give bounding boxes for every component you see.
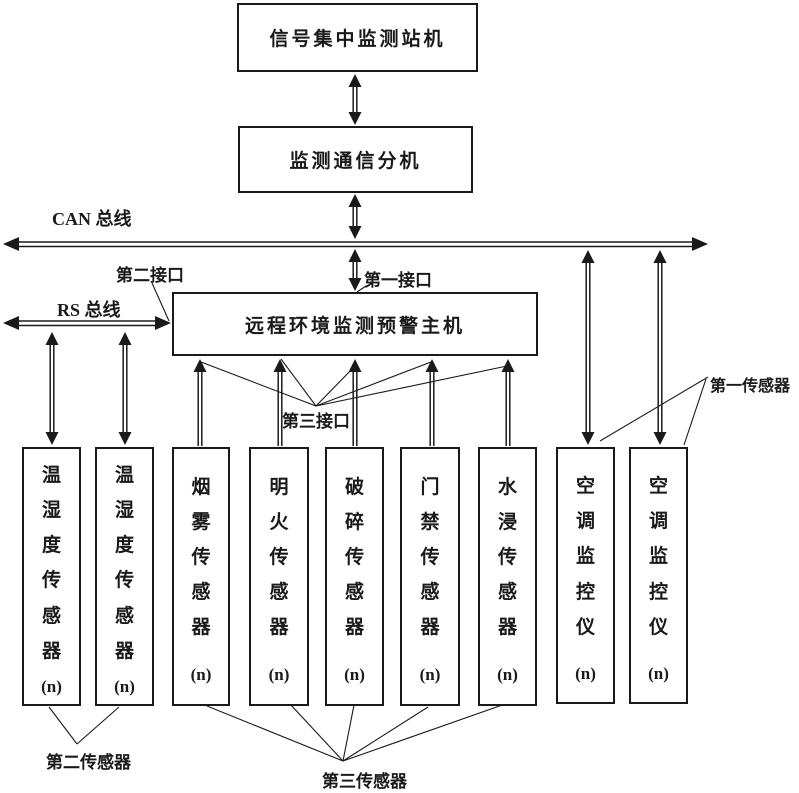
first-interface-leader <box>356 285 367 293</box>
humidity-sensor-2-suffix: (n) <box>114 676 135 696</box>
access-control-sensor-label: 门禁传感器 <box>420 476 440 639</box>
humidity-sensor-box-2: 温湿度传感器 (n) <box>95 447 154 706</box>
monitoring-comm-unit-label: 监测通信分机 <box>289 151 422 172</box>
break-sensor-box: 破碎传感器 (n) <box>325 447 384 706</box>
humidity-sensor-box-1: 温湿度传感器 (n) <box>22 447 81 706</box>
first-sensor-group-label: 第一传感器 <box>710 378 791 395</box>
remote-env-monitoring-host-box: 远程环境监测预警主机 <box>172 292 538 356</box>
water-leak-sensor-suffix: (n) <box>497 665 518 685</box>
arrow-canbus-mainhost <box>348 249 362 291</box>
third-sensor-group-label: 第三传感器 <box>322 772 407 791</box>
third-interface-label: 第三接口 <box>282 412 350 431</box>
humidity-sensor-1-suffix: (n) <box>41 676 62 696</box>
arrow-water-mainhost <box>501 359 515 446</box>
flame-sensor-suffix: (n) <box>268 665 290 685</box>
can-bus-label: CAN 总线 <box>52 209 132 229</box>
humidity-sensor-2-label: 温湿度传感器 <box>114 465 134 662</box>
humidity-sensor-1-label: 温湿度传感器 <box>41 465 61 662</box>
smoke-sensor-suffix: (n) <box>190 665 212 685</box>
arrow-canbus-ac2 <box>653 250 667 445</box>
arrow-break-mainhost <box>348 359 362 446</box>
monitoring-comm-unit-box: 监测通信分机 <box>238 126 473 193</box>
third-sensor-leaders <box>206 702 509 762</box>
can-bus-line <box>3 237 708 251</box>
water-leak-sensor-box: 水浸传感器 (n) <box>478 447 537 706</box>
access-control-sensor-suffix: (n) <box>419 665 441 685</box>
break-sensor-suffix: (n) <box>344 665 365 685</box>
flame-sensor-label: 明火传感器 <box>269 476 289 639</box>
arrow-smoke-mainhost <box>193 359 207 446</box>
access-control-sensor-box: 门禁传感器 (n) <box>400 447 460 706</box>
ac-monitor-1-suffix: (n) <box>575 663 596 683</box>
first-sensor-leaders <box>599 376 709 446</box>
third-interface-fan-lines <box>200 358 508 407</box>
flame-sensor-box: 明火传感器 (n) <box>249 447 309 706</box>
smoke-sensor-label: 烟雾传感器 <box>191 476 211 639</box>
arrow-rsbus-sensor1 <box>45 332 59 445</box>
ac-monitor-box-2: 空调监控仪 (n) <box>629 447 688 704</box>
ac-monitor-1-label: 空调监控仪 <box>575 476 595 638</box>
ac-monitor-2-label: 空调监控仪 <box>648 476 668 638</box>
second-interface-label: 第二接口 <box>116 266 184 285</box>
second-sensor-group-label: 第二传感器 <box>46 753 131 772</box>
smoke-sensor-box: 烟雾传感器 (n) <box>172 447 230 706</box>
rs-bus-label: RS 总线 <box>57 300 121 320</box>
first-interface-label: 第一接口 <box>364 271 432 290</box>
rs-bus-line <box>3 316 171 330</box>
second-sensor-leaders <box>48 706 120 745</box>
break-sensor-label: 破碎传感器 <box>344 476 364 639</box>
remote-env-monitoring-host-label: 远程环境监测预警主机 <box>244 315 465 337</box>
arrow-canbus-ac1 <box>581 250 595 445</box>
signal-monitoring-station-box: 信号集中监测站机 <box>237 3 478 72</box>
water-leak-sensor-label: 水浸传感器 <box>497 476 517 639</box>
arrow-station-comm <box>348 74 362 125</box>
signal-monitoring-station-label: 信号集中监测站机 <box>269 29 446 50</box>
arrow-flame-mainhost <box>273 359 287 446</box>
ac-monitor-box-1: 空调监控仪 (n) <box>556 447 615 704</box>
arrow-comm-canbus <box>348 194 362 239</box>
arrow-rsbus-sensor2 <box>118 332 132 445</box>
second-interface-leader <box>151 282 170 322</box>
ac-monitor-2-suffix: (n) <box>648 663 669 683</box>
arrow-access-mainhost <box>425 359 439 446</box>
